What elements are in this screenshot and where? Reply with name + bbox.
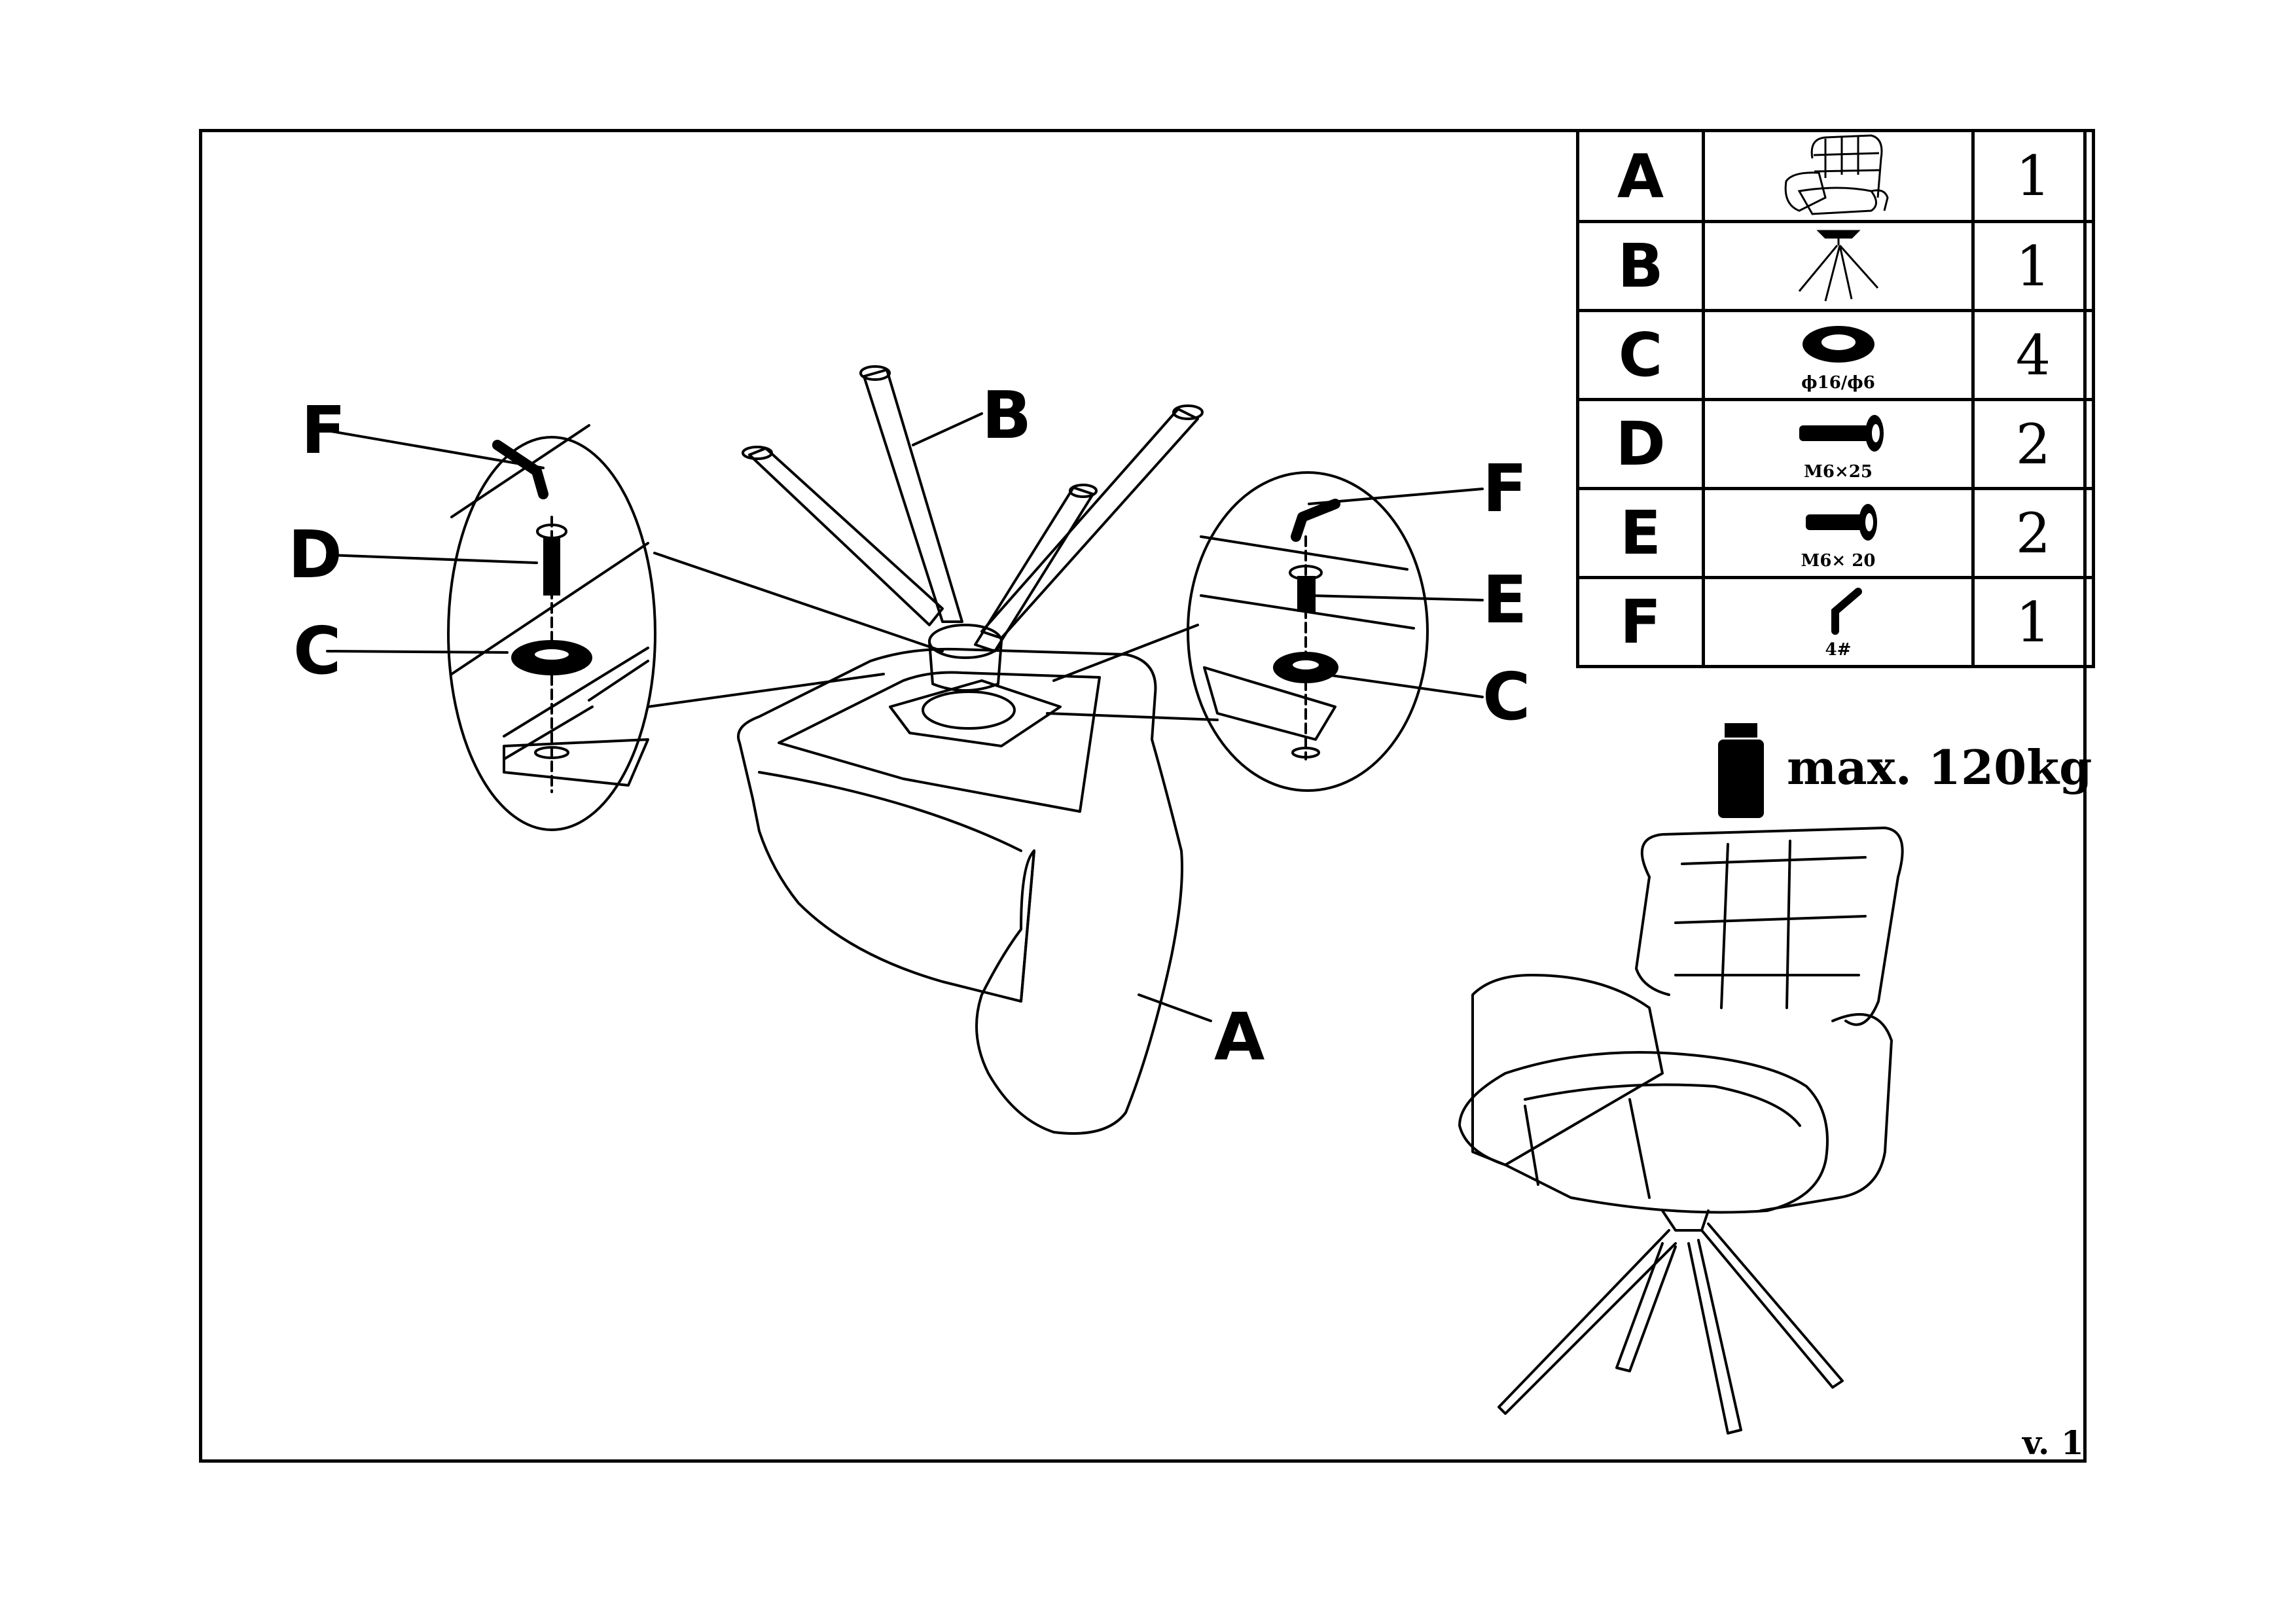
bolt-icon: M6×25 (1702, 398, 1975, 490)
leader-a (1138, 993, 1212, 1022)
assembled-chair-illustration (1458, 827, 1904, 1435)
callout-right-e: E (1482, 562, 1528, 638)
seat-underside-illustration (737, 647, 1183, 1135)
part-code: D (1576, 398, 1705, 490)
part-qty: 2 (1971, 487, 2095, 579)
parts-row: A 1 (1576, 129, 2095, 223)
part-qty: 1 (1971, 576, 2095, 668)
parts-row: B 1 (1576, 220, 2095, 312)
part-code: E (1576, 487, 1705, 579)
parts-row: F 4# 1 (1576, 576, 2095, 668)
swivel-base-illustration (742, 365, 1204, 747)
part-qty: 4 (1971, 309, 2095, 401)
callout-right-f: F (1482, 450, 1528, 527)
leader-b (912, 412, 983, 446)
part-spec: ϕ16/ϕ6 (1801, 373, 1875, 393)
part-code: C (1576, 309, 1705, 401)
right-detail-illustration (1187, 471, 1429, 792)
leader-left-c (326, 650, 509, 654)
parts-table: A 1 B 1 C (1576, 129, 2095, 668)
part-code: A (1576, 129, 1705, 223)
leader-right-c (1321, 673, 1484, 698)
callout-left-c: C (293, 613, 342, 689)
armchair-icon (1702, 129, 1975, 223)
callout-a: A (1214, 999, 1265, 1075)
leader-left-d (326, 554, 538, 564)
part-spec: M6× 20 (1801, 551, 1876, 571)
parts-row: D M6×25 2 (1576, 398, 2095, 490)
part-qty: 1 (1971, 129, 2095, 223)
callout-right-c: C (1482, 658, 1531, 735)
bolt-icon: M6× 20 (1702, 487, 1975, 579)
part-qty: 1 (1971, 220, 2095, 312)
part-code: F (1576, 576, 1705, 668)
parts-row: E M6× 20 2 (1576, 487, 2095, 579)
page-frame (199, 129, 2087, 1463)
weight-icon (1718, 723, 1764, 818)
allen-key-icon: 4# (1702, 576, 1975, 668)
part-spec: M6×25 (1804, 462, 1873, 482)
part-qty: 2 (1971, 398, 2095, 490)
callout-left-f: F (301, 392, 346, 469)
swivel-base-icon (1702, 220, 1975, 312)
callout-b: B (982, 377, 1032, 454)
max-load-label: max. 120kg (1787, 740, 2092, 795)
leader-right-e (1308, 594, 1484, 601)
parts-row: C ϕ16/ϕ6 4 (1576, 309, 2095, 401)
part-code: B (1576, 220, 1705, 312)
part-spec: 4# (1825, 640, 1852, 660)
leader-left-f (326, 429, 545, 469)
version-label: v. 1 (2022, 1423, 2084, 1462)
callout-left-d: D (288, 516, 343, 593)
washer-icon: ϕ16/ϕ6 (1702, 309, 1975, 401)
left-detail-illustration (447, 424, 656, 831)
